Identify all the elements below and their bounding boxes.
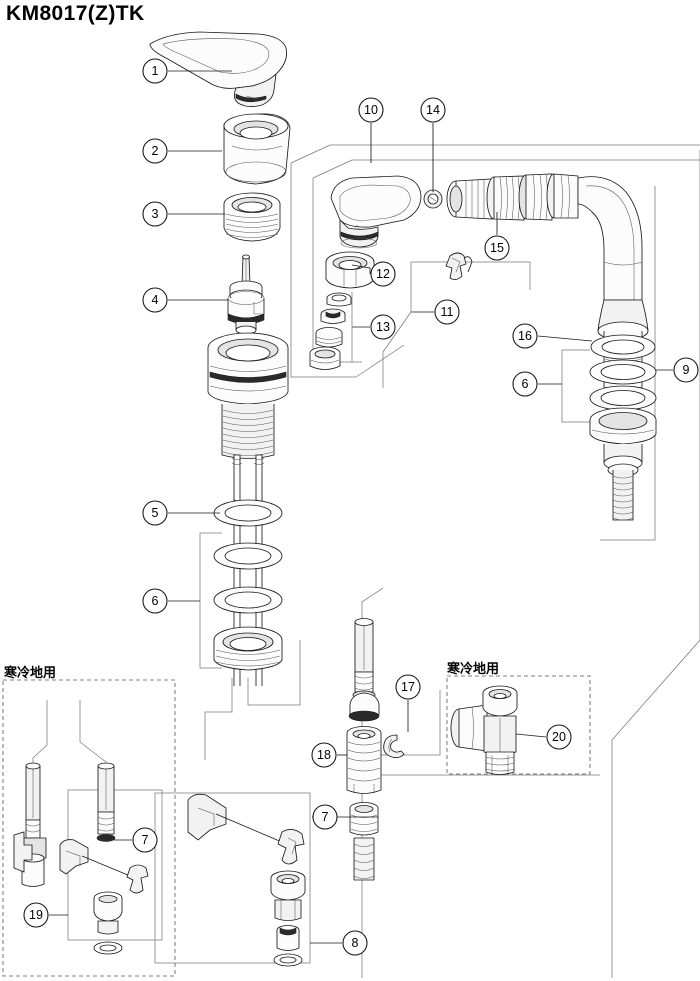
head-marking: ⌂: [355, 224, 359, 231]
group-outline-18: [358, 690, 600, 776]
group-bracket-6-left: [199, 532, 222, 669]
callout-2[interactable]: 2: [142, 138, 222, 164]
callout-1[interactable]: 1: [142, 58, 232, 84]
callout-number: 10: [364, 103, 378, 117]
callout-layer: 1 2 3 4 5: [23, 58, 699, 956]
group-outline-10: [290, 144, 700, 378]
callout-8[interactable]: 8: [310, 930, 368, 956]
callout-9[interactable]: 9: [655, 357, 699, 383]
callout-14[interactable]: 14: [420, 97, 446, 192]
cold-region-box-left: [2, 679, 176, 977]
callout-number: 2: [152, 144, 159, 158]
part-8-hose-connector-set: [187, 793, 306, 967]
callout-number: 11: [441, 305, 454, 319]
callout-number: 8: [352, 936, 359, 950]
group-outline-big-right: [361, 150, 700, 978]
callout-18[interactable]: 18: [311, 742, 347, 768]
part-15-hose-joint: [446, 173, 579, 221]
part-14-button-screw: [423, 189, 443, 209]
group-outline-8: [154, 792, 311, 964]
callout-7-left[interactable]: 7: [114, 827, 158, 853]
part-5-packing-ring: [213, 499, 283, 527]
hose-centre: [346, 618, 405, 881]
callout-number: 9: [683, 363, 690, 377]
callout-number: 15: [490, 241, 504, 255]
callout-number: 14: [426, 103, 440, 117]
cold-region-label-left: 寒冷地用: [4, 666, 57, 681]
callout-number: 19: [29, 908, 43, 922]
part-11-clip: [445, 252, 473, 281]
part-12-shower-ring: [325, 251, 375, 289]
callout-number: 16: [518, 329, 532, 343]
callout-number: 6: [522, 377, 529, 391]
callout-16[interactable]: 16: [512, 323, 593, 349]
callout-number: 7: [142, 833, 149, 847]
callout-3[interactable]: 3: [142, 201, 225, 227]
part-4-cartridge: [227, 254, 265, 335]
callout-10[interactable]: 10: [358, 97, 384, 163]
cold-region-label-right: 寒冷地用: [447, 662, 500, 677]
group-outline-5-6-link: [204, 640, 301, 760]
page-title: KM8017(Z)TK: [6, 2, 145, 25]
part-9-spout: [577, 176, 657, 521]
callout-12[interactable]: 12: [351, 261, 396, 287]
cold-region-box-right: [446, 675, 591, 775]
callout-15[interactable]: 15: [484, 212, 510, 261]
callout-19[interactable]: 19: [23, 902, 68, 928]
part-6-washer-set: [213, 542, 283, 671]
callout-6-right[interactable]: 6: [512, 371, 562, 397]
callout-number: 6: [152, 594, 159, 608]
callout-number: 1: [152, 64, 159, 78]
part-10-shower-head: ⌂: [330, 175, 422, 249]
callout-number: 3: [152, 207, 159, 221]
part-1-lever-handle: [149, 31, 287, 108]
callout-11[interactable]: 11: [411, 299, 460, 325]
part-19-cold-region-set: [13, 700, 149, 955]
callout-number: 13: [376, 320, 390, 334]
callout-number: 4: [152, 293, 159, 307]
callout-7-centre[interactable]: 7: [312, 804, 378, 830]
callout-number: 20: [552, 730, 566, 744]
callout-17[interactable]: 17: [395, 674, 421, 732]
callout-number: 7: [322, 810, 329, 824]
part-3-cap-nut: [223, 192, 281, 242]
callout-number: 17: [401, 680, 415, 694]
callout-4[interactable]: 4: [142, 287, 228, 313]
part-20-cold-region-valve: [450, 685, 518, 775]
callout-number: 18: [317, 748, 331, 762]
group-outline-19: [67, 789, 163, 941]
part-2-handle-cap: [223, 113, 291, 185]
callout-13[interactable]: 13: [351, 292, 396, 362]
group-outline-11: [382, 261, 531, 388]
callout-number: 5: [152, 506, 159, 520]
callout-6[interactable]: 6: [142, 588, 200, 614]
callout-number: 12: [376, 267, 390, 281]
callout-5[interactable]: 5: [142, 500, 220, 526]
group-bracket-6-right: [561, 349, 590, 423]
part-13-spray-insert-set: [309, 292, 352, 370]
callout-20[interactable]: 20: [515, 724, 572, 750]
